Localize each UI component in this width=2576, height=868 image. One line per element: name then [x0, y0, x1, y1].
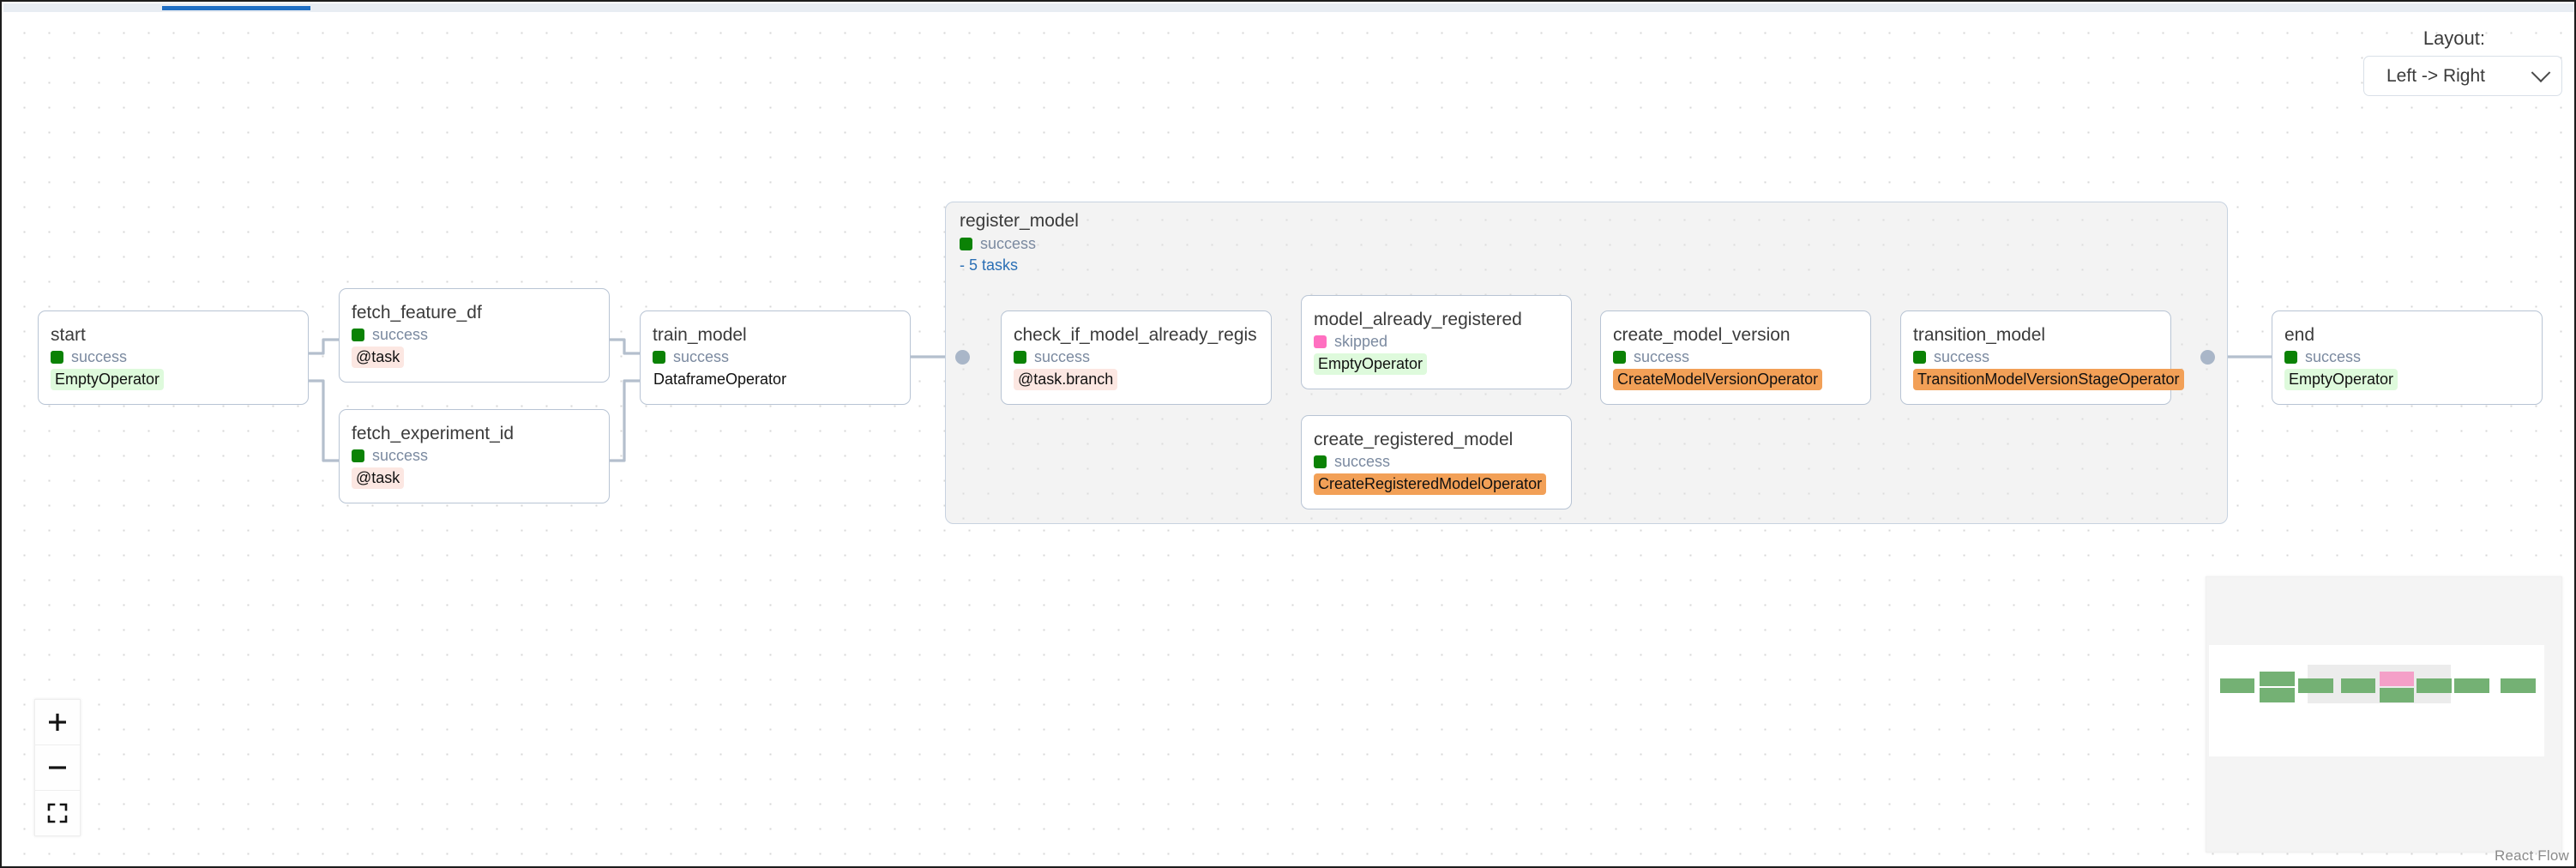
fit-view-button[interactable] — [35, 791, 80, 835]
status-square-success-icon — [352, 328, 364, 341]
task-node-train_model[interactable]: train_model success DataframeOperator — [640, 310, 911, 405]
status-square-success-icon — [960, 237, 972, 250]
task-node-status: success — [1314, 453, 1559, 471]
task-node-status-label: success — [673, 347, 730, 365]
layout-control: Layout: Left -> Right — [2363, 27, 2562, 96]
status-square-success-icon — [51, 350, 63, 364]
task-node-status-label: success — [1034, 347, 1091, 365]
task-node-status: success — [1014, 348, 1259, 366]
task-node-status: success — [352, 447, 597, 465]
minimap-node-check_if_model_already_regis — [2341, 678, 2375, 693]
zoom-in-button[interactable] — [35, 700, 80, 745]
task-node-title: transition_model — [1913, 324, 2046, 345]
task-node-title: end — [2284, 324, 2315, 345]
task-node-status-label: success — [71, 347, 128, 365]
task-node-status: success — [1613, 348, 1858, 366]
fit-view-icon — [47, 803, 68, 823]
task-node-title: model_already_registered — [1314, 309, 1522, 329]
chevron-down-icon — [2531, 62, 2551, 82]
layout-select[interactable]: Left -> Right — [2363, 56, 2562, 96]
task-node-start[interactable]: start success EmptyOperator — [38, 310, 309, 405]
plus-icon — [49, 714, 66, 731]
task-node-status-label: success — [2305, 347, 2362, 365]
task-node-status-label: success — [1634, 347, 1690, 365]
status-square-success-icon — [1014, 350, 1026, 364]
minimap-node-fetch_feature_df — [2260, 672, 2295, 686]
task-node-end[interactable]: end success EmptyOperator — [2272, 310, 2543, 405]
minimap-node-create_model_version — [2417, 678, 2452, 693]
task-node-check_if_model_already_registered[interactable]: check_if_model_already_regis… success @t… — [1001, 310, 1272, 405]
task-node-fetch_feature_df[interactable]: fetch_feature_df success @task — [339, 288, 610, 383]
task-node-status: skipped — [1314, 333, 1559, 351]
react-flow-canvas[interactable]: register_model success - 5 tasks start s… — [3, 12, 2574, 866]
layout-select-value: Left -> Right — [2386, 65, 2485, 86]
task-node-title: start — [51, 324, 86, 345]
task-node-title: create_model_version — [1613, 324, 1791, 345]
task-node-status-label: success — [1934, 347, 1990, 365]
edge-start-fetch_experiment_id — [307, 379, 340, 462]
status-square-skipped-icon — [1314, 335, 1327, 348]
task-node-status-label: success — [372, 325, 429, 343]
status-square-success-icon — [653, 350, 665, 364]
zoom-controls — [34, 699, 81, 836]
status-square-success-icon — [1314, 455, 1327, 468]
task-group-status-label: success — [980, 235, 1037, 253]
task-node-status: success — [352, 326, 597, 344]
task-node-title: fetch_experiment_id — [352, 423, 515, 443]
edge-fetch_experiment_id-train_model — [608, 379, 641, 462]
task-group-tasks-toggle[interactable]: - 5 tasks — [960, 256, 1019, 274]
layout-label: Layout: — [2423, 27, 2485, 49]
task-node-status: success — [1913, 348, 2158, 366]
task-node-fetch_experiment_id[interactable]: fetch_experiment_id success @task — [339, 409, 610, 503]
task-group-title: register_model — [960, 211, 1079, 231]
task-node-operator: EmptyOperator — [51, 368, 165, 391]
task-node-operator: DataframeOperator — [653, 370, 787, 388]
task-node-status: success — [2284, 348, 2530, 366]
zoom-out-button[interactable] — [35, 745, 80, 791]
minimap-node-fetch_experiment_id — [2260, 688, 2295, 702]
minimap-node-transition_model — [2454, 678, 2489, 693]
status-square-success-icon — [352, 449, 364, 462]
task-node-operator: CreateModelVersionOperator — [1613, 368, 1823, 391]
task-node-status: success — [51, 348, 296, 366]
edge-fetch_feature_df-train_model — [608, 338, 641, 355]
task-node-title: check_if_model_already_regis… — [1014, 324, 1259, 345]
task-group-status: success — [960, 235, 1079, 253]
task-node-title: train_model — [653, 324, 747, 345]
minimap[interactable] — [2206, 576, 2562, 853]
minimap-node-end — [2501, 678, 2536, 693]
group-left-handle-dot[interactable] — [955, 350, 970, 365]
task-node-status-label: success — [1334, 452, 1391, 470]
task-node-status-label: success — [372, 446, 429, 464]
minimap-node-create_registered_model — [2380, 688, 2414, 702]
task-node-status: success — [653, 348, 898, 366]
minimap-node-model_already_registered — [2380, 672, 2414, 686]
task-node-title: create_registered_model — [1314, 429, 1514, 449]
task-group-header: register_model success - 5 tasks — [960, 211, 1079, 274]
status-square-success-icon — [1913, 350, 1926, 364]
task-node-operator: TransitionModelVersionStageOperator — [1913, 368, 2184, 391]
react-flow-attribution[interactable]: React Flow — [2494, 847, 2569, 864]
task-node-operator: @task.branch — [1014, 368, 1118, 391]
task-node-operator: @task — [352, 346, 405, 369]
task-node-operator: EmptyOperator — [1314, 353, 1428, 376]
task-node-transition_model[interactable]: transition_model success TransitionModel… — [1900, 310, 2184, 405]
task-node-operator: EmptyOperator — [2284, 368, 2398, 391]
task-node-operator: CreateRegisteredModelOperator — [1314, 473, 1547, 496]
task-node-operator: @task — [352, 467, 405, 490]
task-node-create_model_version[interactable]: create_model_version success CreateModel… — [1600, 310, 1871, 405]
task-node-model_already_registered[interactable]: model_already_registered skipped EmptyOp… — [1301, 295, 1572, 389]
status-square-success-icon — [1613, 350, 1626, 364]
minimap-node-train_model — [2298, 678, 2333, 693]
task-node-status-label: skipped — [1334, 332, 1388, 350]
status-square-success-icon — [2284, 350, 2297, 364]
task-node-create_registered_model[interactable]: create_registered_model success CreateRe… — [1301, 415, 1572, 509]
tab-active-indicator[interactable] — [162, 6, 310, 10]
task-node-title: fetch_feature_df — [352, 302, 482, 322]
minus-icon — [49, 766, 66, 769]
tab-strip — [3, 3, 2574, 12]
group-right-handle-dot[interactable] — [2200, 350, 2215, 365]
edge-start-fetch_feature_df — [307, 338, 340, 355]
minimap-node-start — [2220, 678, 2254, 693]
